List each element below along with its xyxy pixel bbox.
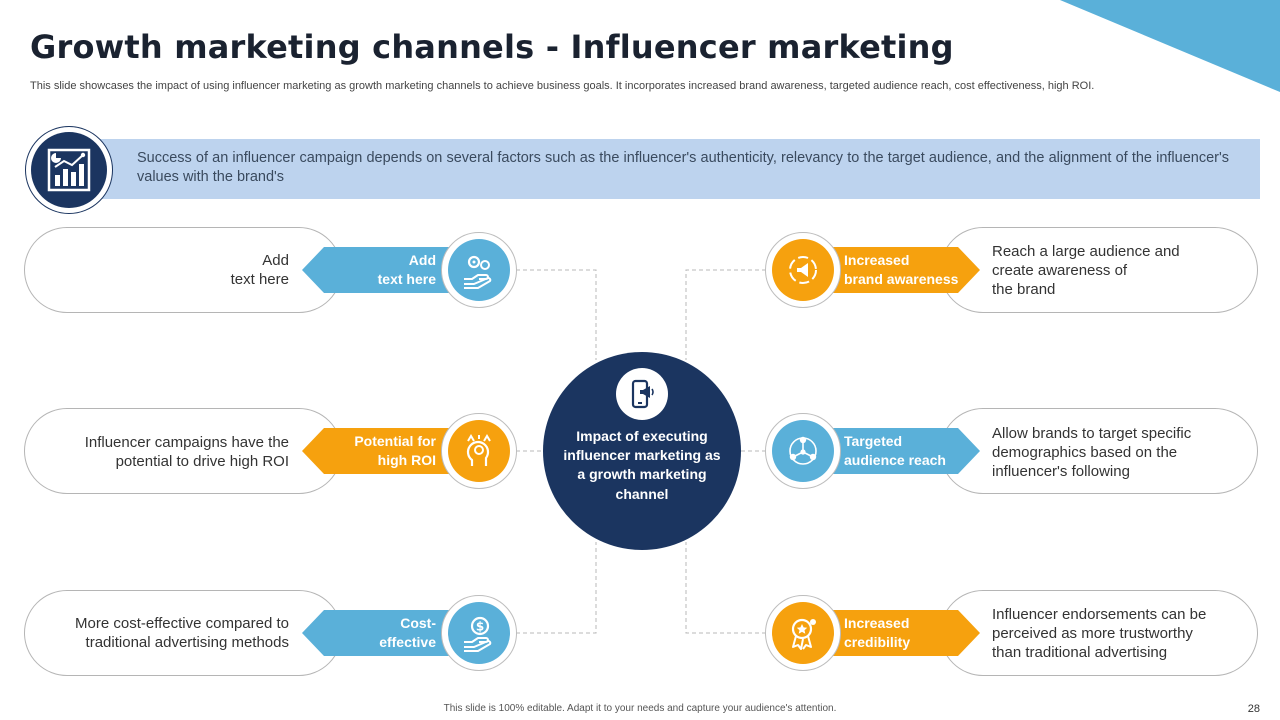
right-pill-1 [940,227,1258,313]
dollar-hand-icon: $ [448,602,510,664]
center-text: Impact of executing influencer marketing… [563,428,721,502]
left-pill-3 [24,590,342,676]
bar-chart-icon [31,132,107,208]
info-banner [62,139,1260,199]
mobile-megaphone-icon [616,368,668,420]
slide-title: Growth marketing channels - Influencer m… [30,28,954,66]
head-gears-icon [448,420,510,482]
gears-hand-icon [448,239,510,301]
banner-text: Success of an influencer campaign depend… [137,150,1229,185]
corner-decoration [1060,0,1280,92]
award-badge-icon [772,602,834,664]
left-tag-3: Cost-effective [302,610,452,656]
megaphone-cycle-icon [772,239,834,301]
footer-note: This slide is 100% editable. Adapt it to… [443,703,837,714]
page-number: 28 [1247,703,1260,715]
svg-text:$: $ [476,620,484,634]
right-pill-2 [940,408,1258,494]
slide-subtitle: This slide showcases the impact of using… [30,80,1095,92]
left-pill-1 [24,227,342,313]
right-pill-3 [940,590,1258,676]
left-pill-2 [24,408,342,494]
network-people-icon [772,420,834,482]
